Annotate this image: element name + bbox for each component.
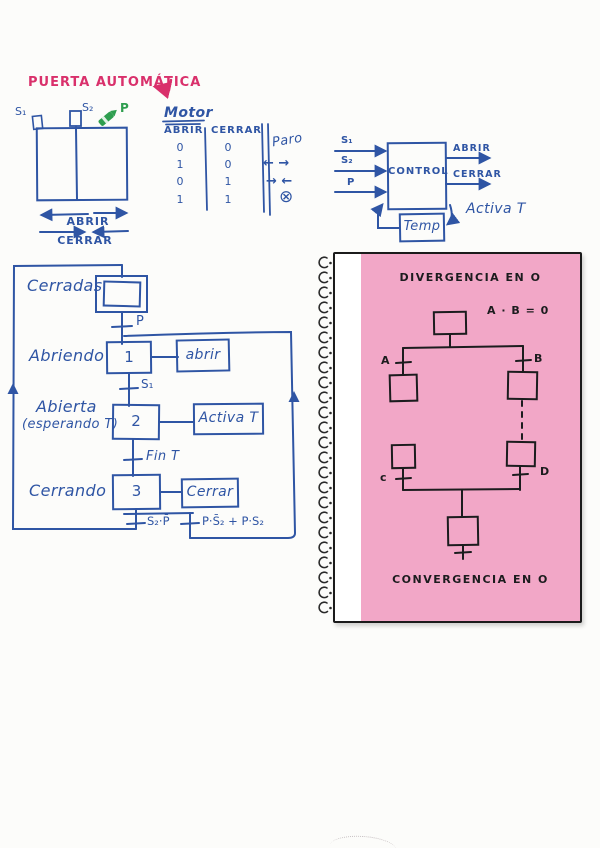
- motor-cell: 1: [224, 193, 232, 206]
- motor-cell: 1: [176, 158, 184, 171]
- title-left-arrow-icon: [152, 78, 173, 100]
- paro-open-arrows-icon: ← →: [263, 156, 290, 171]
- motor-table-lines: [162, 119, 271, 216]
- loop-up-arrow-right: [288, 391, 300, 402]
- grafcet-transition-left: S₂·P̄: [147, 514, 170, 528]
- grafcet-step-1: 1: [124, 348, 134, 366]
- grafcet-state-abriendo: Abriendo: [29, 346, 105, 365]
- spiral-binding: [318, 256, 333, 614]
- p-sensor-icon: [98, 109, 117, 126]
- paro-blocked-icon: ⊗: [279, 187, 294, 207]
- control-out-cerrar: CERRAR: [453, 169, 502, 180]
- control-diagram-lines: [334, 141, 492, 243]
- grafcet-transition-right: P·S̄₂ + P·S₂: [202, 514, 264, 528]
- grafcet-transition-s1: S₁: [141, 377, 154, 391]
- grafcet-action-cerrar: Cerrar: [186, 484, 234, 500]
- grafcet-step-3: 3: [131, 482, 142, 500]
- grafcet-action-abrir: abrir: [185, 347, 221, 363]
- control-out-abrir: ABRIR: [453, 143, 491, 154]
- motor-cell: 1: [176, 193, 184, 206]
- door-sensor-left-label: S₁: [15, 105, 27, 118]
- grafcet-transition-fint: Fin T: [146, 449, 180, 464]
- transition-c-label: c: [380, 471, 387, 484]
- grafcet-state-abierta: Abierta: [36, 397, 97, 416]
- grafcet-state-cerrando: Cerrando: [29, 481, 107, 500]
- grafcet-step-2: 2: [131, 412, 141, 430]
- transition-b-label: B: [534, 352, 543, 365]
- door-p-label: P: [120, 101, 129, 115]
- motor-col-abrir: ABRIR: [164, 125, 204, 136]
- loop-up-arrow-left: [7, 383, 19, 394]
- motor-col-cerrar: CERRAR: [211, 125, 263, 136]
- motor-table-title: Motor: [164, 105, 213, 121]
- notebook-diagram-lines: [388, 310, 539, 560]
- grafcet-state-esperando: (esperando T): [22, 417, 119, 432]
- grafcet-transition-p: P: [136, 314, 144, 329]
- control-input-p: P: [347, 177, 355, 188]
- control-box-label: CONTROL: [388, 166, 449, 177]
- grafcet-state-cerradas: Cerradas: [27, 276, 103, 295]
- motor-cell: 0: [176, 175, 184, 188]
- door-open-label: ABRIR: [66, 215, 110, 228]
- transition-a-label: A: [381, 354, 390, 367]
- page-title: PUERTA AUTOMÁTICA: [28, 75, 202, 90]
- door-sketch: [31, 110, 129, 239]
- divergence-formula: A · B = 0: [487, 304, 550, 317]
- activa-t-label: Activa T: [466, 201, 526, 217]
- grafcet-lines: [7, 264, 300, 539]
- temp-box-label: Temp: [403, 219, 441, 234]
- pink-sheet: DIVERGENCIA EN O A · B = 0 A B c D CONVE…: [361, 254, 580, 621]
- motor-cell: 0: [224, 158, 232, 171]
- motor-cell: 0: [176, 141, 184, 154]
- notebook-card: DIVERGENCIA EN O A · B = 0 A B c D CONVE…: [333, 252, 582, 623]
- motor-cell: 1: [224, 175, 232, 188]
- control-input-s2: S₂: [341, 155, 353, 166]
- motor-cell: 0: [224, 141, 232, 154]
- divergence-title: DIVERGENCIA EN O: [399, 271, 542, 284]
- door-sensor-mid-label: S₂: [82, 101, 94, 114]
- transition-d-label: D: [540, 465, 550, 478]
- door-close-label: CERRAR: [57, 234, 113, 247]
- control-input-s1: S₁: [341, 135, 353, 146]
- grafcet-action-activa-t: Activa T: [198, 410, 259, 426]
- convergence-title: CONVERGENCIA EN O: [392, 573, 549, 586]
- paro-close-arrows-icon: → ←: [266, 174, 293, 189]
